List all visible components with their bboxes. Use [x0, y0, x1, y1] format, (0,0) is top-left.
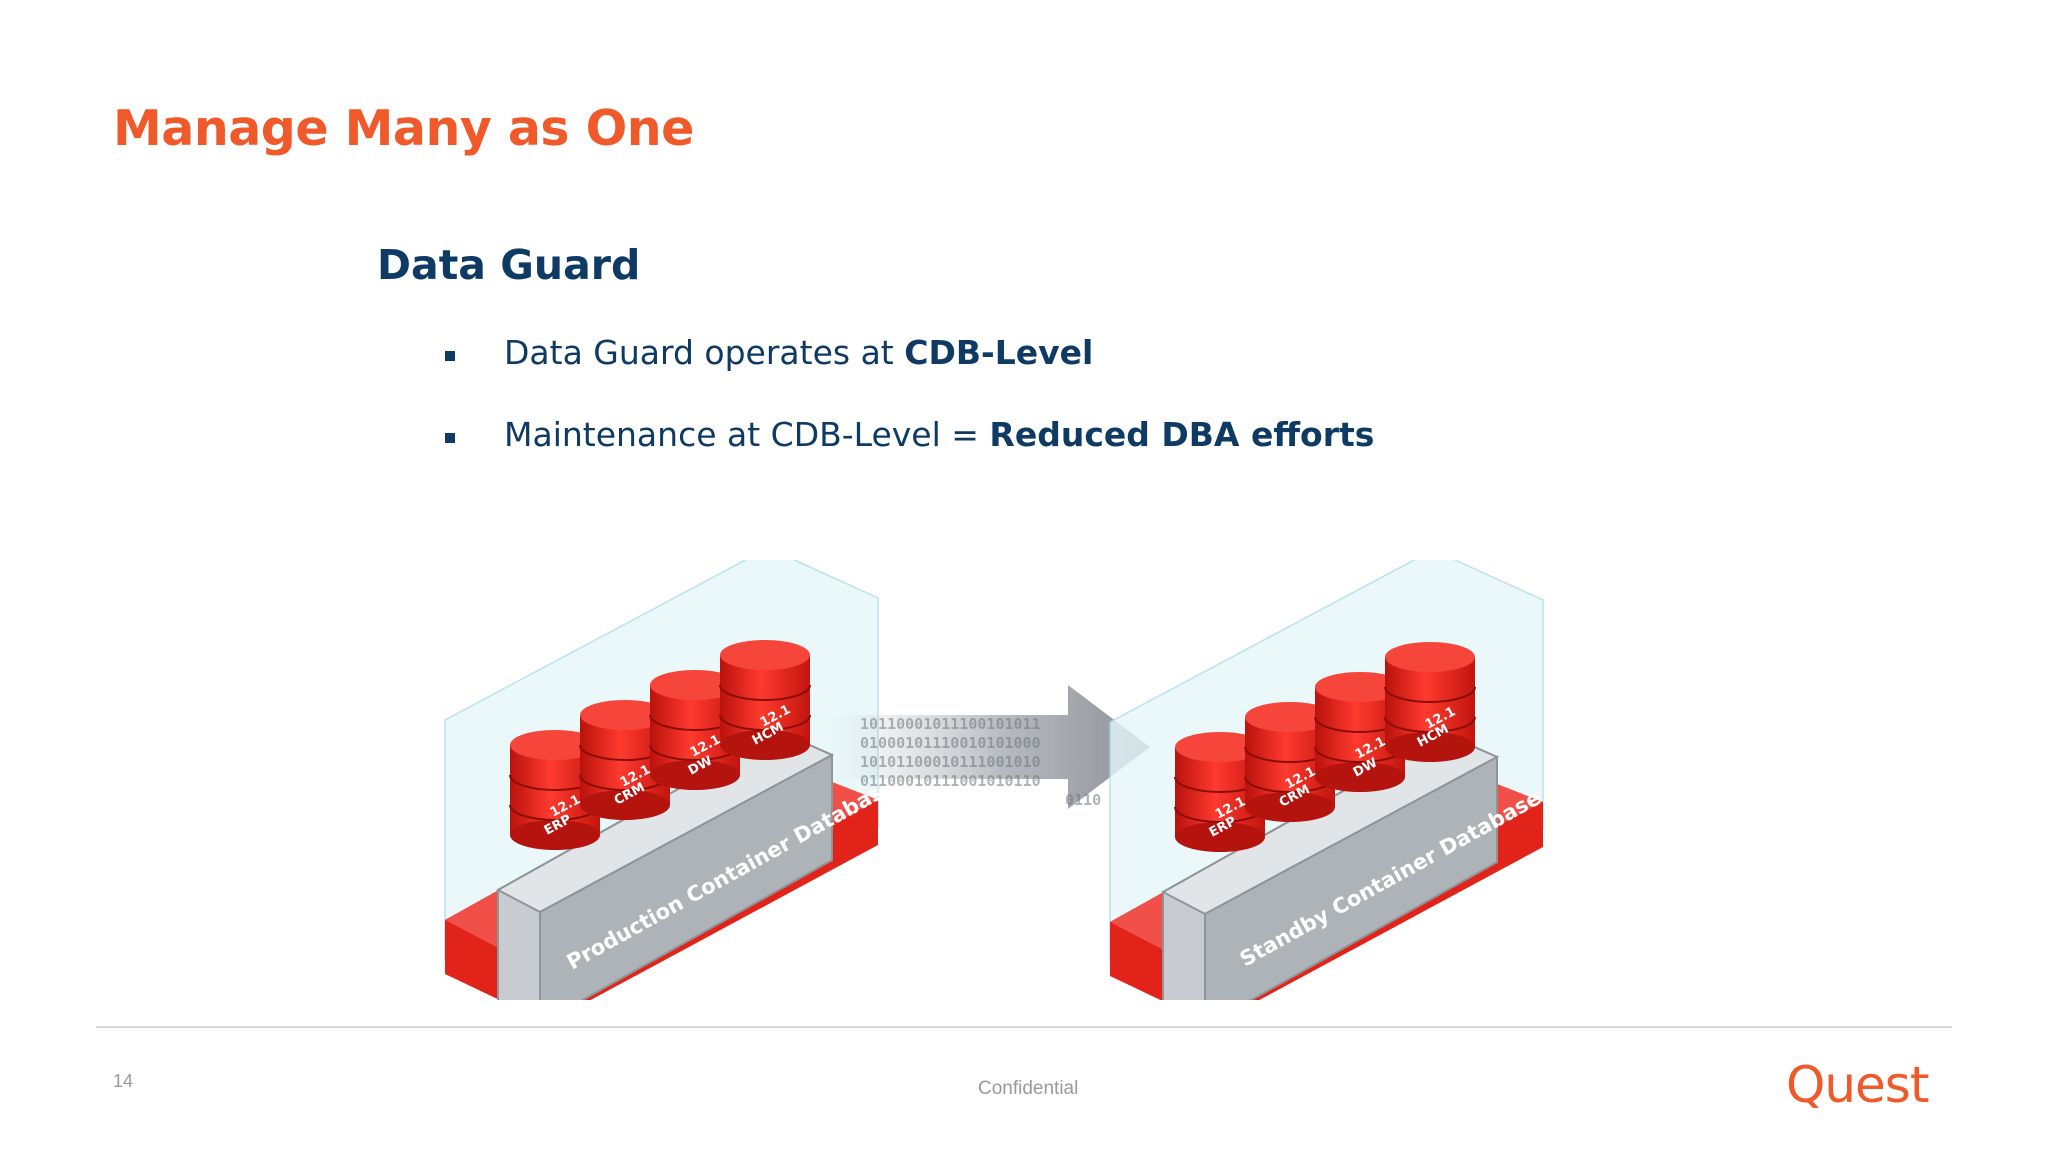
- replication-arrow: 10110001011100101011 0100010111001010100…: [830, 685, 1150, 809]
- binary-stream-line: 0110: [1065, 791, 1101, 809]
- footer-divider: [96, 1026, 1952, 1028]
- page-number: 14: [113, 1071, 134, 1091]
- bullet-text: Maintenance at CDB-Level = Reduced DBA e…: [504, 415, 1375, 454]
- binary-stream-line: 10101100010111001010: [860, 753, 1041, 771]
- logo-text: Quest: [1786, 1058, 1929, 1108]
- square-bullet-icon: [445, 351, 455, 361]
- slide-title: Manage Many as One: [113, 100, 694, 157]
- bullet-text: Data Guard operates at CDB-Level: [504, 333, 1094, 372]
- binary-stream-line: 01000101110010101000: [860, 734, 1041, 752]
- slide-subtitle: Data Guard: [377, 241, 641, 289]
- data-guard-diagram: 12.1 ERP 12.1 CRM 12.1 DW 12.1 HCM Produ…: [444, 560, 1545, 1000]
- quest-logo: Quest: [1786, 1058, 1930, 1108]
- production-cdb: 12.1 ERP 12.1 CRM 12.1 DW 12.1 HCM Produ…: [444, 560, 899, 1000]
- binary-stream-line: 10110001011100101011: [860, 715, 1041, 733]
- square-bullet-icon: [445, 433, 455, 443]
- binary-stream-line: 01100010111001010110: [860, 772, 1041, 790]
- standby-cdb: 12.1 ERP 12.1 CRM 12.1 DW 12.1 HCM Stand…: [1109, 560, 1545, 1000]
- confidential-label: Confidential: [978, 1078, 1079, 1099]
